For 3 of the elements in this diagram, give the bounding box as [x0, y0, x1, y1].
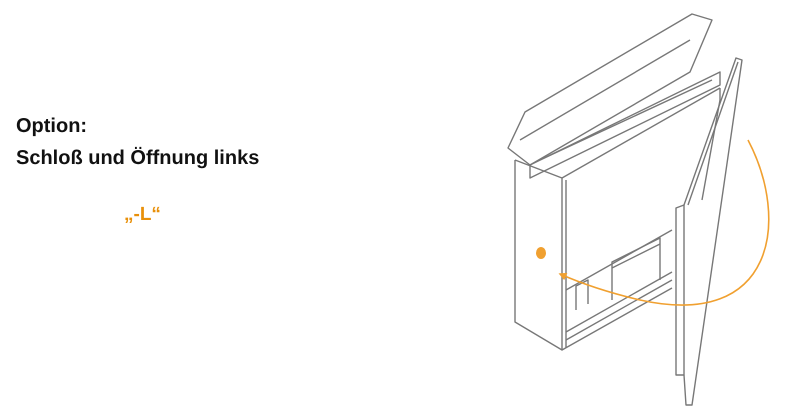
option-code: „-L“ — [124, 203, 161, 227]
option-description: Schloß und Öffnung links — [16, 146, 260, 170]
option-heading: Option: — [16, 114, 88, 138]
